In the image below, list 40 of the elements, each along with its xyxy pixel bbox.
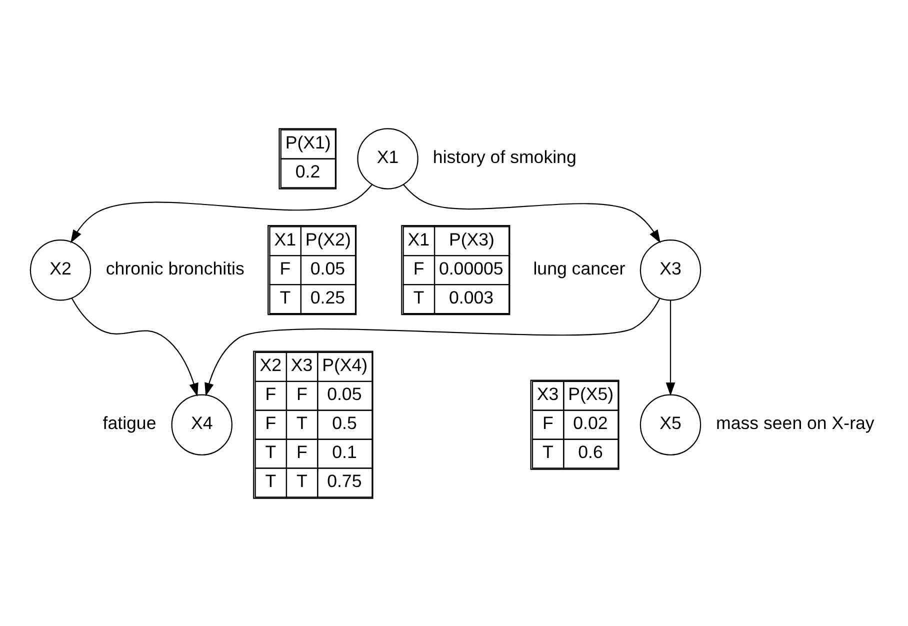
- node-label: chronic bronchitis: [106, 258, 244, 278]
- label: F: [280, 258, 291, 278]
- label: F: [413, 258, 424, 278]
- label: X1: [274, 228, 296, 249]
- label: T: [265, 470, 276, 490]
- label: F: [265, 384, 276, 404]
- label: X1: [408, 228, 430, 249]
- label: 0.6: [578, 441, 603, 462]
- label: 0.5: [332, 412, 357, 433]
- label: 0.2: [295, 160, 320, 181]
- node-label: history of smoking: [432, 146, 576, 166]
- label: T: [265, 441, 276, 462]
- label: T: [542, 441, 554, 462]
- node-label: fatigue: [102, 412, 156, 433]
- label: P(X2): [305, 228, 351, 249]
- label: F: [542, 412, 554, 433]
- label: 0.05: [310, 258, 346, 278]
- label: P(X5): [568, 384, 614, 404]
- label: F: [296, 441, 308, 462]
- label: T: [296, 470, 308, 490]
- label: P(X1): [285, 132, 331, 152]
- label: P(X4): [322, 354, 368, 375]
- label: 0.25: [310, 286, 346, 307]
- node-label: lung cancer: [533, 258, 626, 278]
- label: 0.75: [327, 470, 362, 490]
- label: P(X3): [448, 228, 494, 249]
- label: X2: [260, 354, 282, 375]
- label: 0.1: [332, 441, 357, 462]
- node-label: mass seen on X-ray: [716, 412, 874, 433]
- label: F: [296, 384, 308, 404]
- label: X3: [290, 354, 313, 375]
- label: 0.02: [573, 412, 608, 433]
- label: 0.05: [327, 384, 362, 404]
- label: 0.00005: [438, 258, 504, 278]
- label: F: [265, 412, 276, 433]
- label: X3: [536, 384, 559, 404]
- label: T: [280, 286, 291, 307]
- label: T: [296, 412, 308, 433]
- label: T: [413, 286, 424, 307]
- label: 0.003: [448, 286, 494, 307]
